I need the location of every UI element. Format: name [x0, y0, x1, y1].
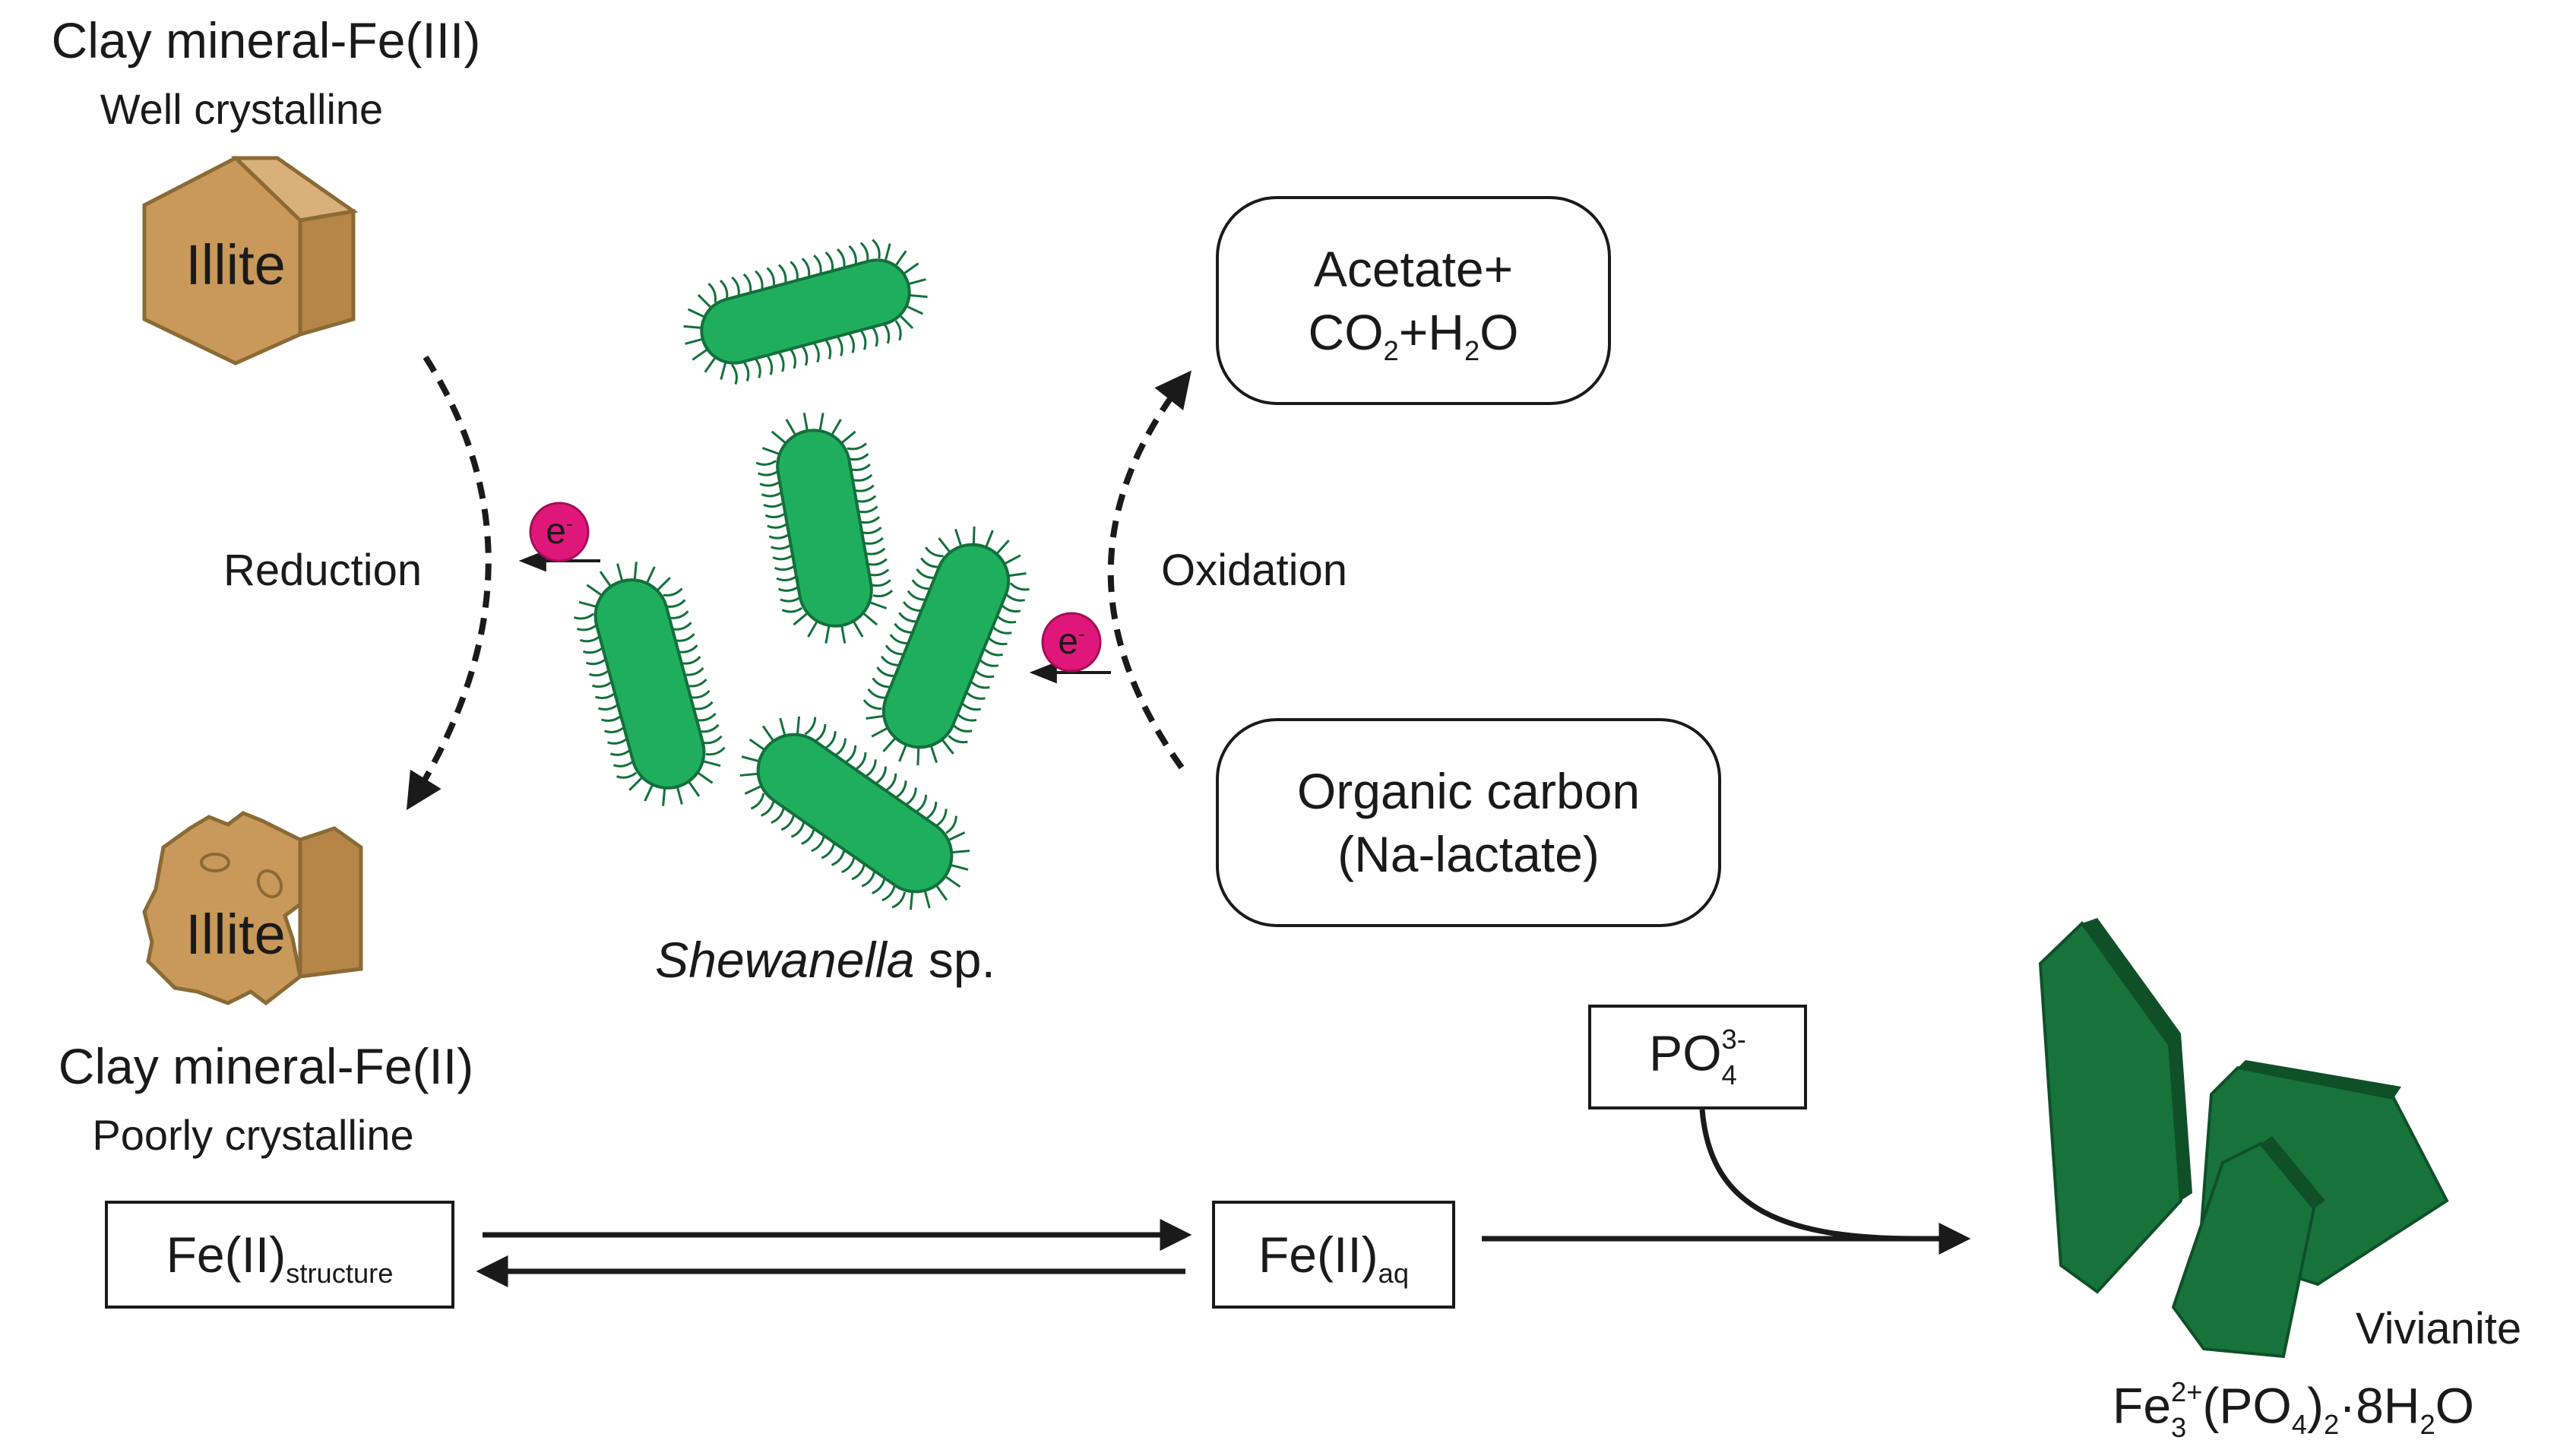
bottom-mineral-title: Clay mineral-Fe(II) [58, 1038, 474, 1094]
vivianite-crystal-right-edge [2238, 1060, 2401, 1098]
illite-side-face [298, 209, 356, 337]
shewanella-cells [573, 239, 1030, 910]
fe-structure-box: Fe(II)structure [105, 1201, 454, 1309]
substrate-box: Organic carbon (Na-lactate) [1216, 718, 1721, 927]
illite-crystal-well-crystalline [142, 155, 359, 366]
phosphate-input-curve [1699, 1109, 1916, 1242]
bacterium-flagella [683, 239, 928, 385]
electron-circle-left [529, 502, 590, 562]
substrate-line2: (Na-lactate) [1337, 825, 1600, 882]
vivianite-crystals [2038, 918, 2449, 1359]
bottom-illite-label: Illite [185, 903, 286, 966]
products-box: Acetate+ CO2+H2O [1216, 196, 1611, 405]
electron-label-right: e- [1058, 622, 1085, 662]
bacteria-genus: Shewanella [655, 932, 915, 988]
bacterium-2 [755, 413, 894, 644]
oxidation-arrow [1107, 370, 1192, 770]
bacterium-3 [862, 526, 1030, 766]
illite-pit-1 [200, 853, 230, 872]
illite-eroded-front [142, 811, 302, 1006]
oxidation-label: Oxidation [1161, 546, 1348, 595]
illite-pit-2 [256, 869, 283, 899]
bacterium-body [700, 258, 911, 365]
bacterium-flagella [739, 716, 970, 910]
illite-front-face [142, 155, 302, 366]
vivianite-crystal-tall-edge [2082, 918, 2192, 1201]
electron-label-left: e- [546, 511, 573, 552]
substrate-line1: Organic carbon [1296, 763, 1641, 819]
bottom-mineral-subtitle: Poorly crystalline [92, 1111, 414, 1159]
vivianite-crystal-tall [2038, 920, 2183, 1294]
bacteria-caption: Shewanella sp. [655, 935, 995, 985]
bacterium-body [776, 429, 873, 628]
bacterium-flagella [862, 526, 1030, 766]
vivianite-crystal-front-edge [2261, 1136, 2325, 1208]
bacterium-5 [739, 716, 970, 910]
reduction-arrow [406, 355, 492, 811]
top-illite-label: Illite [185, 233, 286, 296]
bacterium-4 [573, 562, 726, 806]
bacterium-flagella [573, 562, 726, 806]
bacterium-1 [683, 239, 928, 385]
bacterium-flagella [755, 413, 894, 644]
products-line2: CO2+H2O [1308, 303, 1519, 366]
vivianite-name: Vivianite [2356, 1304, 2522, 1353]
bacterium-body [593, 578, 706, 790]
products-line1: Acetate+ [1313, 241, 1514, 297]
bacteria-suffix: sp. [914, 932, 995, 988]
bacterium-body [756, 733, 954, 894]
illite-crystal-poorly-crystalline [142, 811, 363, 1006]
electron-circle-right [1041, 612, 1102, 673]
bacterium-body [881, 543, 1011, 749]
top-mineral-title: Clay mineral-Fe(III) [51, 12, 481, 68]
illite-eroded-side [298, 826, 363, 979]
fe-aq-box: Fe(II)aq [1212, 1201, 1455, 1309]
top-mineral-subtitle: Well crystalline [100, 85, 384, 133]
reduction-label: Reduction [223, 546, 423, 595]
